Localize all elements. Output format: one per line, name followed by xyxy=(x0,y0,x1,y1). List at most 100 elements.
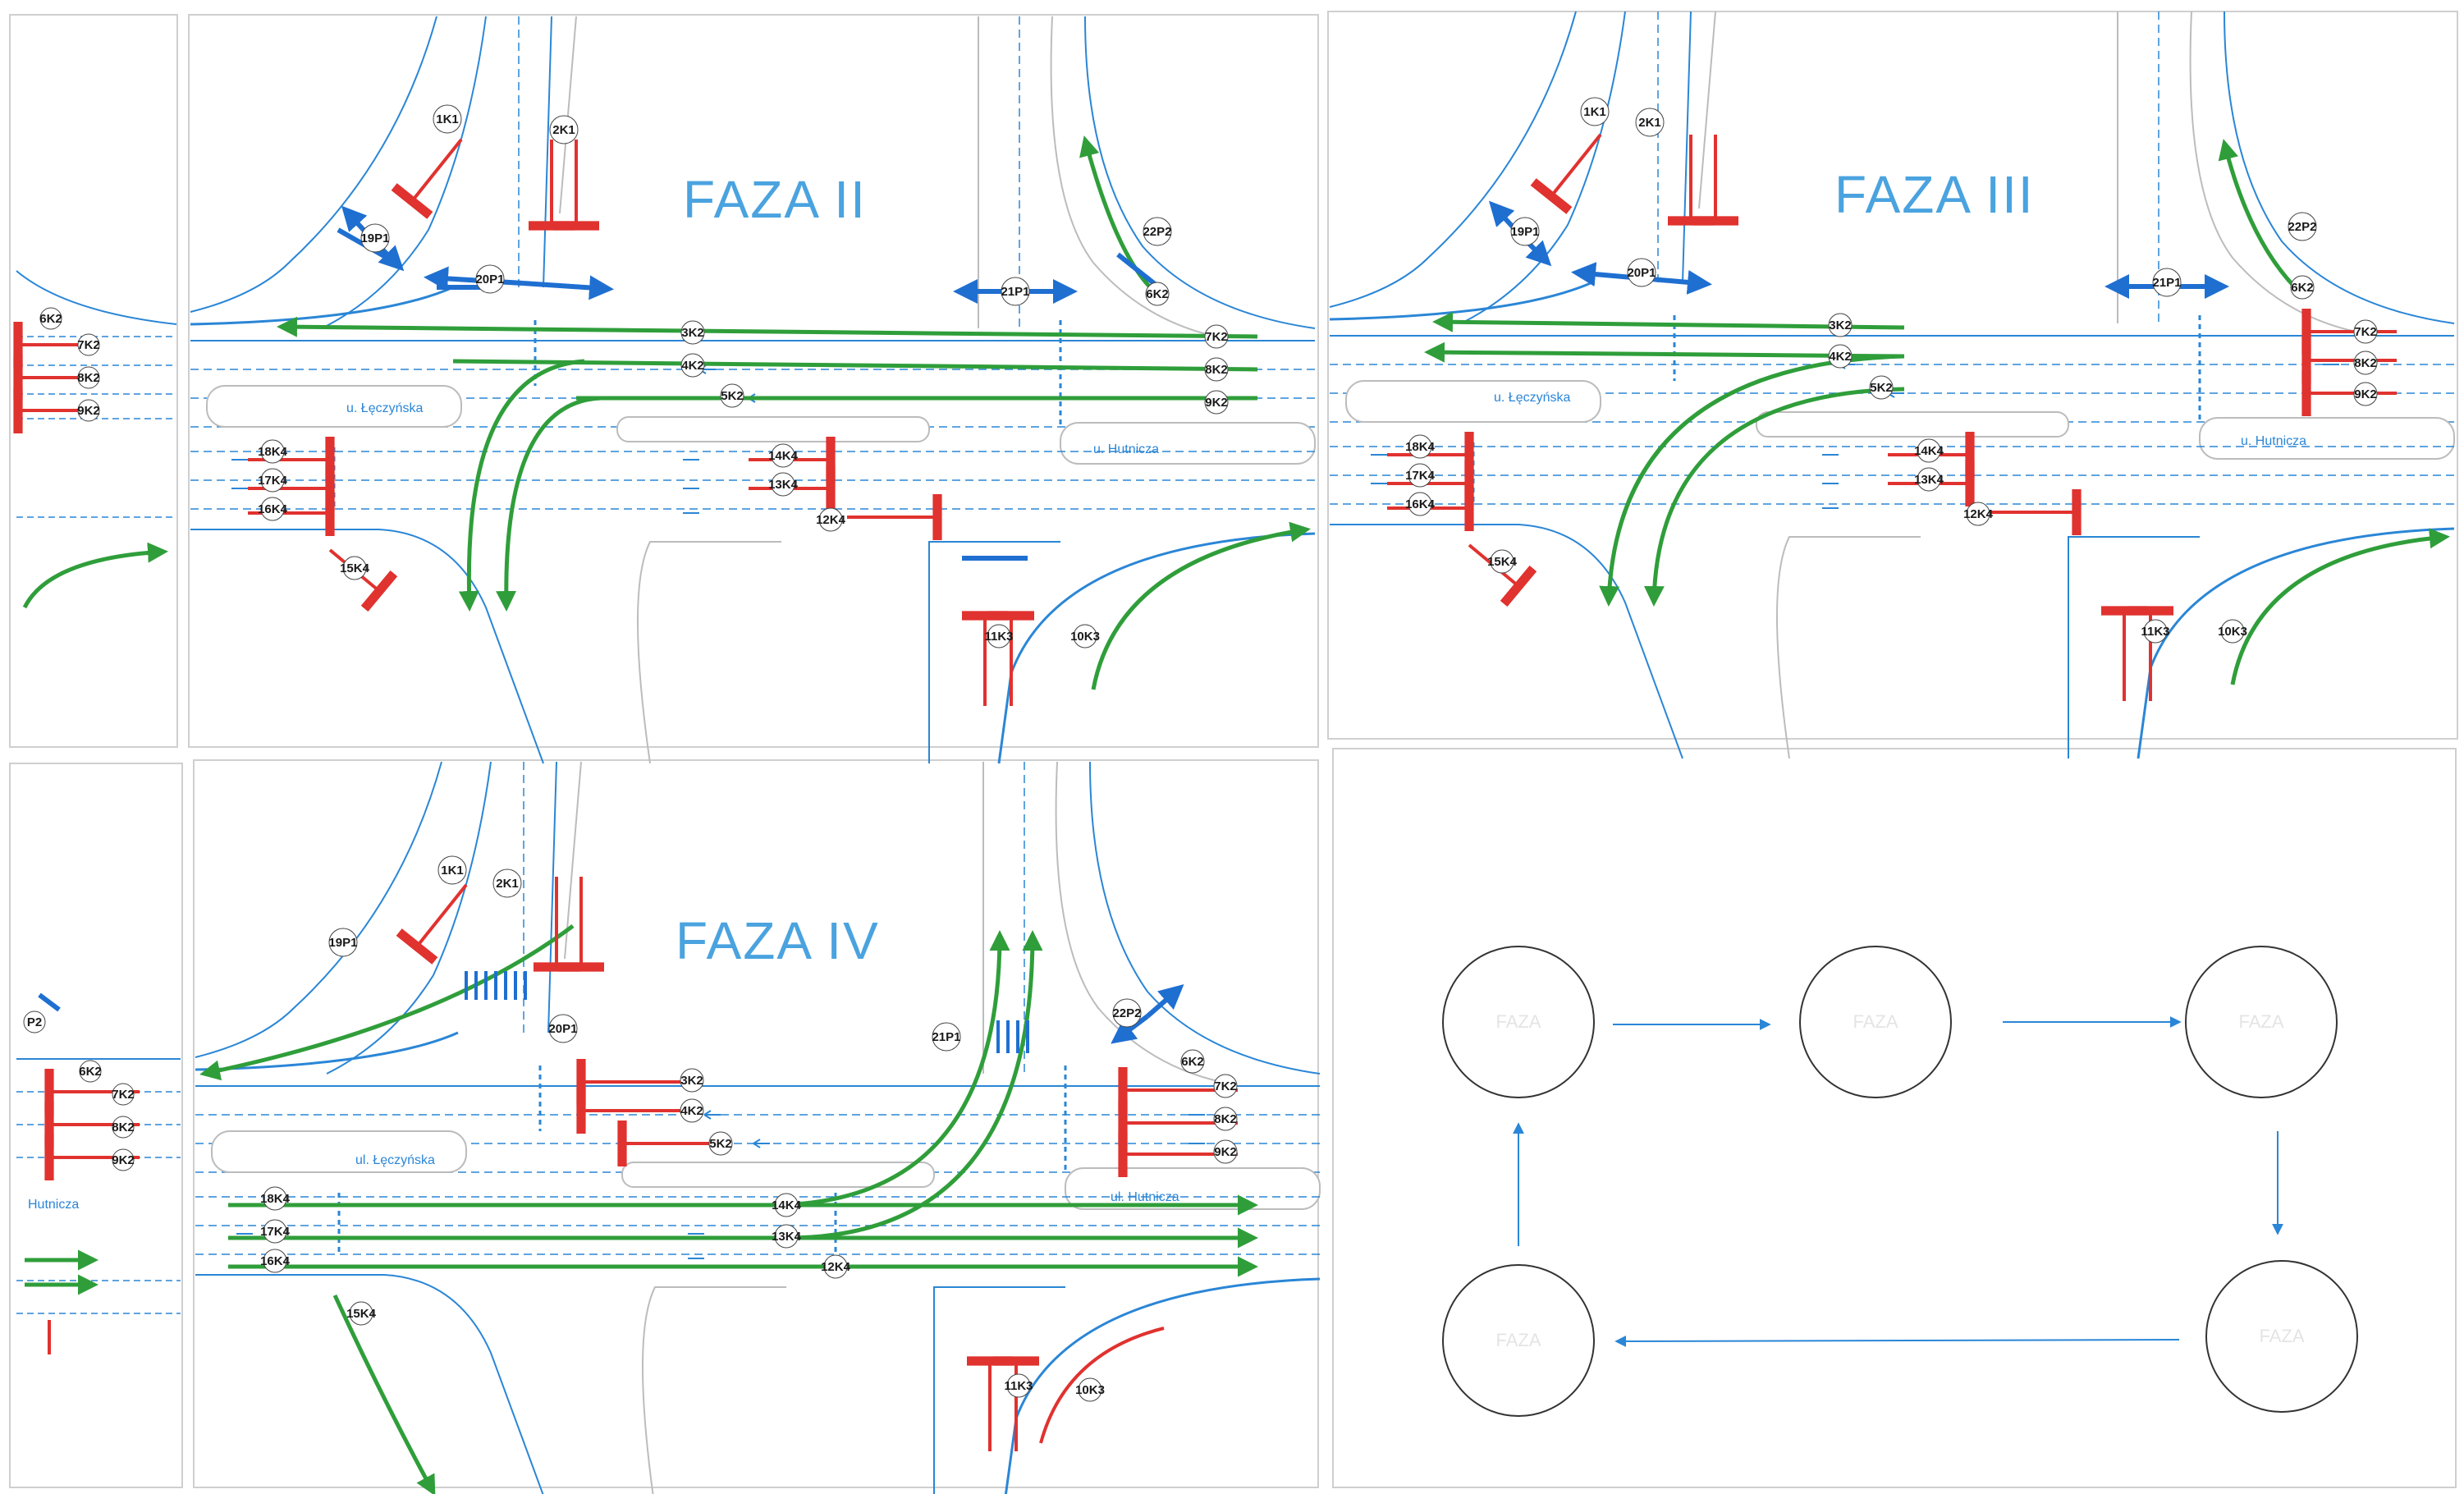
signal-marker: 19P1 xyxy=(1510,217,1540,246)
phase-panel-faza-4: FAZA IV ul. Łęczyńska ul. Hutnicza xyxy=(194,760,1321,1494)
svg-text:20P1: 20P1 xyxy=(1627,266,1656,280)
signal-marker: 22P2 xyxy=(1112,998,1142,1028)
signal-marker: 13K4 xyxy=(772,1224,802,1249)
svg-text:17K4: 17K4 xyxy=(258,474,288,488)
signal-marker: 22P2 xyxy=(2288,212,2317,241)
svg-text:16K4: 16K4 xyxy=(258,502,288,516)
signal-marker: 3K2 xyxy=(1828,313,1853,337)
signal-marker: 12K4 xyxy=(1963,502,1994,526)
signal-marker: 6K2 xyxy=(39,307,62,330)
svg-text:9K2: 9K2 xyxy=(2354,387,2377,401)
signal-marker: 7K2 xyxy=(1213,1074,1238,1098)
signal-marker: 22P2 xyxy=(1143,217,1172,246)
signal-marker: 9K2 xyxy=(2353,382,2378,406)
svg-text:5K2: 5K2 xyxy=(1870,381,1893,395)
svg-text:7K2: 7K2 xyxy=(1205,330,1228,344)
svg-text:6K2: 6K2 xyxy=(2291,281,2314,295)
phase-cycle-node: FAZA xyxy=(2205,1260,2358,1413)
svg-text:4K2: 4K2 xyxy=(681,359,704,373)
signal-marker: 14K4 xyxy=(772,1193,802,1217)
svg-text:FAZA: FAZA xyxy=(2238,1011,2283,1032)
signal-marker: 12K4 xyxy=(821,1254,851,1279)
svg-text:8K2: 8K2 xyxy=(1214,1112,1237,1126)
signal-marker: 16K4 xyxy=(260,1249,291,1273)
svg-text:16K4: 16K4 xyxy=(1405,497,1436,511)
svg-text:11K3: 11K3 xyxy=(1004,1379,1033,1393)
svg-text:6K2: 6K2 xyxy=(1146,287,1169,301)
svg-text:6K2: 6K2 xyxy=(1181,1055,1204,1069)
svg-text:7K2: 7K2 xyxy=(1214,1079,1237,1093)
signal-marker: 13K4 xyxy=(768,472,799,497)
svg-text:3K2: 3K2 xyxy=(680,1074,703,1088)
phase-panel-faza-2: FAZA II u. Łęczyńska u. Hutnicza xyxy=(189,15,1317,765)
svg-text:1K1: 1K1 xyxy=(441,864,464,878)
svg-text:8K2: 8K2 xyxy=(77,371,100,385)
phase-cycle-node: FAZA xyxy=(1799,946,1952,1098)
phase-title: FAZA IV xyxy=(676,911,880,970)
svg-text:17K4: 17K4 xyxy=(260,1225,291,1239)
signal-marker: 9K2 xyxy=(1204,390,1229,415)
signal-marker: 2K1 xyxy=(549,115,579,144)
street-label-west: ul. Łęczyńska xyxy=(355,1153,435,1167)
svg-text:9K2: 9K2 xyxy=(1214,1145,1237,1159)
signal-marker: 4K2 xyxy=(680,353,705,378)
svg-text:3K2: 3K2 xyxy=(681,326,704,340)
svg-text:8K2: 8K2 xyxy=(1205,363,1228,377)
signal-marker: 5K2 xyxy=(708,1131,733,1156)
signal-marker: 4K2 xyxy=(680,1098,704,1123)
signal-labels: 1K1 2K1 19P1 20P1 21P1 22P2 6K2 3K2 4K2 … xyxy=(1405,97,2378,644)
street-label-west: u. Łęczyńska xyxy=(346,401,423,415)
svg-text:18K4: 18K4 xyxy=(1405,440,1436,454)
signal-marker: 19P1 xyxy=(360,223,390,253)
signal-marker: 1K1 xyxy=(1580,97,1610,126)
signal-marker: 21P1 xyxy=(1001,277,1030,306)
svg-text:18K4: 18K4 xyxy=(260,1192,291,1206)
signal-marker: 9K2 xyxy=(112,1148,135,1171)
svg-text:13K4: 13K4 xyxy=(772,1230,802,1244)
signal-marker: 13K4 xyxy=(1914,467,1944,492)
signal-marker: 19P1 xyxy=(328,928,358,957)
svg-text:5K2: 5K2 xyxy=(709,1137,732,1151)
svg-text:21P1: 21P1 xyxy=(1001,285,1029,299)
svg-text:2K1: 2K1 xyxy=(1638,116,1661,130)
edge-top-signal-labels: 6K2 7K2 8K2 9K2 xyxy=(39,307,100,422)
svg-text:8K2: 8K2 xyxy=(112,1120,135,1134)
signal-marker: 20P1 xyxy=(1627,258,1656,287)
svg-text:21P1: 21P1 xyxy=(932,1030,960,1044)
signal-marker: 4K2 xyxy=(1828,344,1853,369)
svg-text:22P2: 22P2 xyxy=(1112,1006,1141,1020)
signal-marker: 14K4 xyxy=(768,443,799,468)
svg-text:5K2: 5K2 xyxy=(721,389,744,403)
signal-marker: 12K4 xyxy=(816,507,846,532)
svg-text:14K4: 14K4 xyxy=(1914,444,1944,458)
signal-marker: 18K4 xyxy=(260,1186,291,1211)
svg-text:16K4: 16K4 xyxy=(260,1254,291,1268)
svg-text:FAZA: FAZA xyxy=(1853,1011,1898,1032)
svg-text:12K4: 12K4 xyxy=(821,1260,851,1274)
phase-cycle-node: FAZA xyxy=(1442,946,1595,1098)
signal-marker: 3K2 xyxy=(680,320,705,345)
signal-marker: 6K2 xyxy=(2290,275,2315,300)
svg-text:18K4: 18K4 xyxy=(258,445,288,459)
signal-marker: 16K4 xyxy=(258,497,288,521)
street-label-east: ul. Hutnicza xyxy=(1111,1190,1179,1204)
signal-marker: 1K1 xyxy=(433,104,462,134)
svg-text:15K4: 15K4 xyxy=(340,561,370,575)
phase-cycle-node: FAZA xyxy=(2185,946,2338,1098)
signal-marker: 15K4 xyxy=(1487,549,1518,574)
phase-cycle-node: FAZA xyxy=(1442,1264,1595,1417)
signal-marker: 9K2 xyxy=(77,399,100,422)
street-label-east: u. Hutnicza xyxy=(2241,434,2306,448)
signal-marker: 8K2 xyxy=(1204,357,1229,382)
signal-marker: 15K4 xyxy=(346,1301,377,1326)
signal-marker: 8K2 xyxy=(112,1116,135,1139)
svg-text:10K3: 10K3 xyxy=(1075,1383,1105,1397)
signal-marker: 7K2 xyxy=(112,1083,135,1106)
svg-text:3K2: 3K2 xyxy=(1829,319,1852,332)
svg-text:7K2: 7K2 xyxy=(77,338,100,352)
signal-marker: 18K4 xyxy=(258,439,288,464)
signal-marker: P2 xyxy=(23,1011,46,1033)
svg-text:17K4: 17K4 xyxy=(1405,469,1436,483)
